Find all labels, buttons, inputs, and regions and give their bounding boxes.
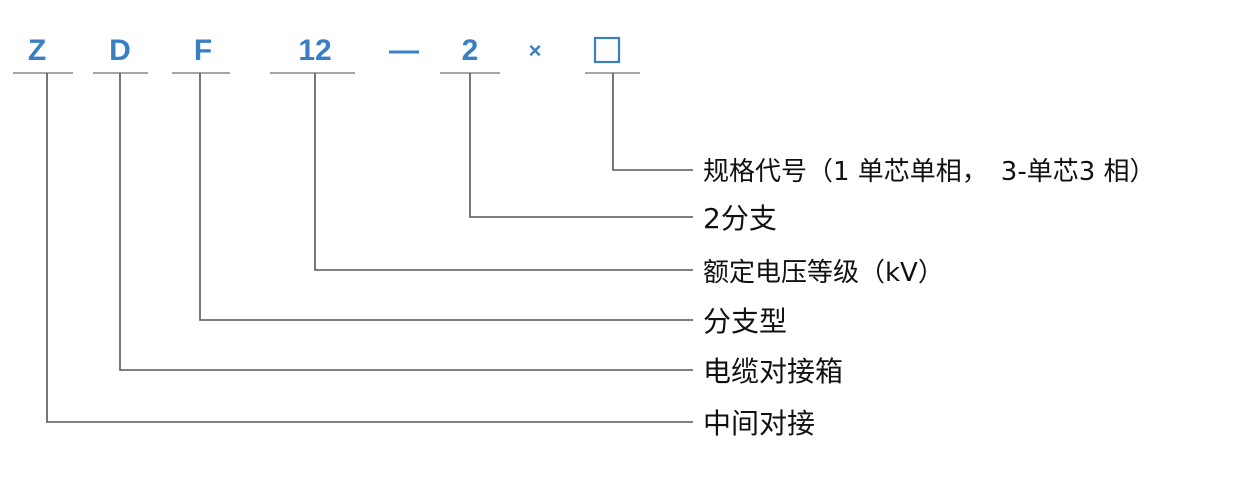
code-letter-z: Z — [28, 34, 46, 67]
desc-branches: 2分支 — [703, 202, 777, 235]
code-times: × — [529, 38, 542, 63]
code-branches: 2 — [462, 34, 479, 67]
connector-cable-box — [119, 73, 693, 371]
connector-middle-joint — [46, 73, 693, 423]
code-dash: — — [389, 34, 419, 67]
connector-branch-type — [199, 73, 693, 321]
connector-voltage — [314, 73, 693, 271]
code-voltage: 12 — [298, 34, 331, 67]
desc-middle-joint: 中间对接 — [703, 407, 815, 440]
code-letter-f: F — [194, 34, 212, 67]
code-letter-d: D — [109, 34, 131, 67]
connector-branches — [469, 73, 693, 218]
desc-branch-type: 分支型 — [703, 305, 787, 338]
desc-spec-code: 规格代号（1 单芯单相， 3-单芯3 相） — [703, 157, 1156, 187]
connector-spec — [612, 73, 693, 171]
desc-cable-box: 电缆对接箱 — [703, 355, 843, 388]
desc-rated-voltage: 额定电压等级（kV） — [703, 258, 944, 288]
empty-square-icon — [593, 36, 621, 64]
